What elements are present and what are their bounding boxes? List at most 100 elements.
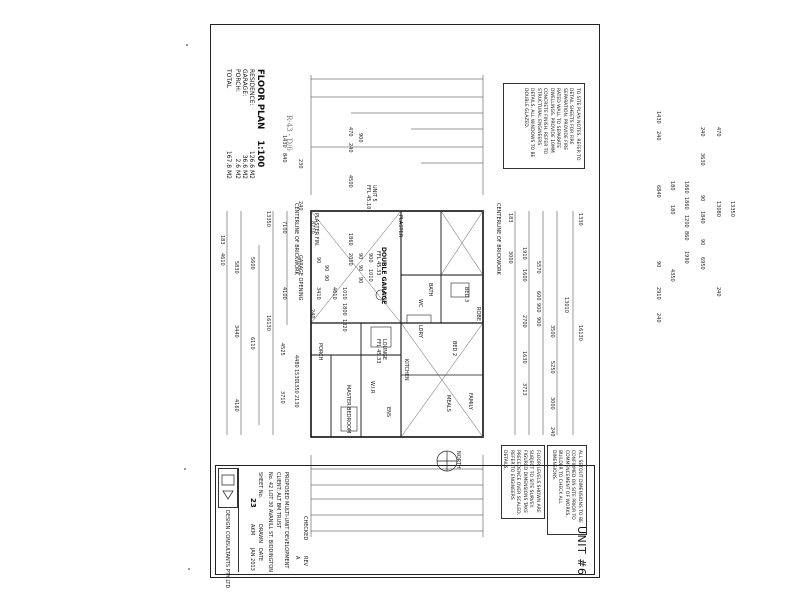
top-dim: 240 bbox=[297, 201, 303, 211]
right-dim: 1330 bbox=[577, 213, 583, 226]
bottom-dim: 240 bbox=[655, 131, 661, 141]
top-dim: 90 bbox=[357, 277, 363, 284]
right-dim: 5250 bbox=[549, 361, 555, 374]
left-dim: 183 bbox=[219, 235, 225, 245]
top-dim: 240 bbox=[347, 143, 353, 153]
plaster-label: PLASTER bbox=[397, 215, 403, 238]
top-dimension-lines bbox=[310, 75, 484, 195]
right-dim: 1600 bbox=[521, 269, 527, 282]
left-dim: 4525 bbox=[279, 343, 285, 356]
top-dim: 1010 bbox=[341, 287, 347, 300]
building-walls bbox=[310, 210, 484, 438]
bottom-dim: 240 bbox=[699, 127, 705, 137]
bottom-dim: 860 bbox=[683, 231, 689, 241]
title-block: DESIGN CONSULTANTS PTY LTD PROPOSED MULT… bbox=[215, 465, 595, 588]
right-dim: 600 bbox=[535, 291, 541, 301]
firm-logo-icon bbox=[221, 474, 235, 500]
top-dim: 1820 bbox=[341, 319, 347, 332]
room-label-master: MASTER BEDROOM bbox=[345, 385, 351, 434]
scan-speck bbox=[188, 568, 190, 570]
left-dim: 3440 bbox=[233, 325, 239, 338]
top-dim-overall: 13350 bbox=[265, 211, 271, 227]
room-label-kitchen: KITCHEN bbox=[403, 359, 409, 381]
room-ffl-garage: FFL 45.33 bbox=[375, 251, 381, 276]
right-dim: 3713 bbox=[521, 383, 527, 396]
room-ffl-lounge: FFL 45.33 bbox=[375, 339, 381, 364]
top-dim: 7100 bbox=[281, 221, 287, 234]
room-label-robe: ROBE bbox=[475, 307, 481, 321]
bottom-dim: 1200 bbox=[683, 215, 689, 228]
top-dim: 90 bbox=[357, 253, 363, 260]
right-dim: 3500 bbox=[549, 325, 555, 338]
left-dim: 16130 bbox=[265, 315, 271, 331]
left-dim: 4160 bbox=[233, 399, 239, 412]
bottom-dim: 240 bbox=[715, 287, 721, 297]
side-dimension-lines bbox=[226, 211, 574, 435]
room-label-meals: MEALS bbox=[445, 395, 451, 412]
right-dim: 1910 bbox=[521, 247, 527, 260]
north-arrow-icon bbox=[436, 450, 458, 472]
scan-speck bbox=[186, 44, 188, 46]
room-label-garage: DOUBLE GARAGE bbox=[380, 247, 387, 305]
top-dim: 1860 bbox=[347, 233, 353, 246]
top-dim: 1010 bbox=[367, 269, 373, 282]
room-label-ens: ENS bbox=[385, 407, 391, 418]
bottom-dim: 90 bbox=[699, 239, 705, 246]
top-dim: 90 bbox=[323, 265, 329, 272]
notes-box-bottom-a: ALL SETOUT DIMENSIONS TO BE CONFIRMED ON… bbox=[547, 445, 587, 535]
bottom-dim: 240 bbox=[655, 313, 661, 323]
bottom-dim: 1990 bbox=[683, 251, 689, 264]
room-label-porch: PORCH bbox=[317, 343, 323, 361]
right-dim: 13010 bbox=[563, 297, 569, 313]
top-dim: 230 bbox=[297, 159, 303, 169]
scan-speck bbox=[184, 468, 186, 470]
bottom-dim-overall: 13350 bbox=[729, 201, 735, 217]
right-dim: 240 bbox=[549, 427, 555, 437]
bottom-dim: 2910 bbox=[655, 287, 661, 300]
garage-opening-label: GARAGE OPENING bbox=[297, 255, 303, 301]
room-label-lounge: LOUNGE bbox=[381, 339, 387, 360]
top-dim: 4610 bbox=[331, 287, 337, 300]
bottom-dim: 1860 bbox=[683, 197, 689, 210]
right-dim: 2700 bbox=[521, 315, 527, 328]
bottom-dim: 180 bbox=[669, 205, 675, 215]
top-dim: 90 bbox=[315, 257, 321, 264]
right-dim: 16130 bbox=[577, 325, 583, 341]
bottom-dim: 6840 bbox=[655, 185, 661, 198]
top-dim: 90 bbox=[357, 265, 363, 272]
title-logo bbox=[218, 468, 238, 508]
room-label-wir: W.I.R bbox=[369, 381, 375, 394]
bottom-dim: 470 bbox=[715, 127, 721, 137]
left-dim: 2130 bbox=[293, 395, 299, 408]
top-dim: 2050 bbox=[347, 253, 353, 266]
left-dim: 4610 bbox=[219, 253, 225, 266]
unit-ref-label: UNIT 5 bbox=[371, 185, 377, 202]
fixtures bbox=[340, 282, 470, 432]
bottom-dim: 4350 bbox=[669, 269, 675, 282]
bottom-dim: 1430 bbox=[655, 111, 661, 124]
room-label-bed2: BED 2 bbox=[451, 341, 457, 357]
bottom-dim: 90 bbox=[655, 261, 661, 268]
top-dim: 3410 bbox=[315, 287, 321, 300]
room-label-bed3: BED 3 bbox=[463, 287, 469, 303]
right-dim: 5570 bbox=[535, 261, 541, 274]
ffl-ref-label: FFL 45.10 bbox=[365, 185, 371, 210]
left-dim: 3710 bbox=[279, 391, 285, 404]
bottom-dimension-lines bbox=[310, 455, 484, 537]
north-label: NORTH bbox=[455, 451, 461, 469]
top-dim: 1430 bbox=[281, 135, 287, 148]
right-dim: 900 bbox=[535, 317, 541, 327]
bottom-dim: 13080 bbox=[715, 201, 721, 217]
left-dim: 6110 bbox=[249, 337, 255, 350]
drawing-sheet: FLOOR PLAN 1:100 RESIDENCE:126.6 M2 GARA… bbox=[210, 24, 735, 588]
top-dim: 4100 bbox=[281, 287, 287, 300]
top-dim: 4500 bbox=[347, 175, 353, 188]
right-dim: 183 bbox=[507, 213, 513, 223]
left-dim: 5830 bbox=[233, 261, 239, 274]
left-dim: 4480 bbox=[293, 355, 299, 368]
top-dim: 240 bbox=[309, 309, 315, 319]
right-dim: 3000 bbox=[507, 251, 513, 264]
right-dim: 1630 bbox=[521, 351, 527, 364]
room-diagonals bbox=[310, 210, 484, 438]
title-cell-project: PROPOSED MULTI-UNIT DEVELOPMENT CLIENT: … bbox=[238, 468, 299, 572]
